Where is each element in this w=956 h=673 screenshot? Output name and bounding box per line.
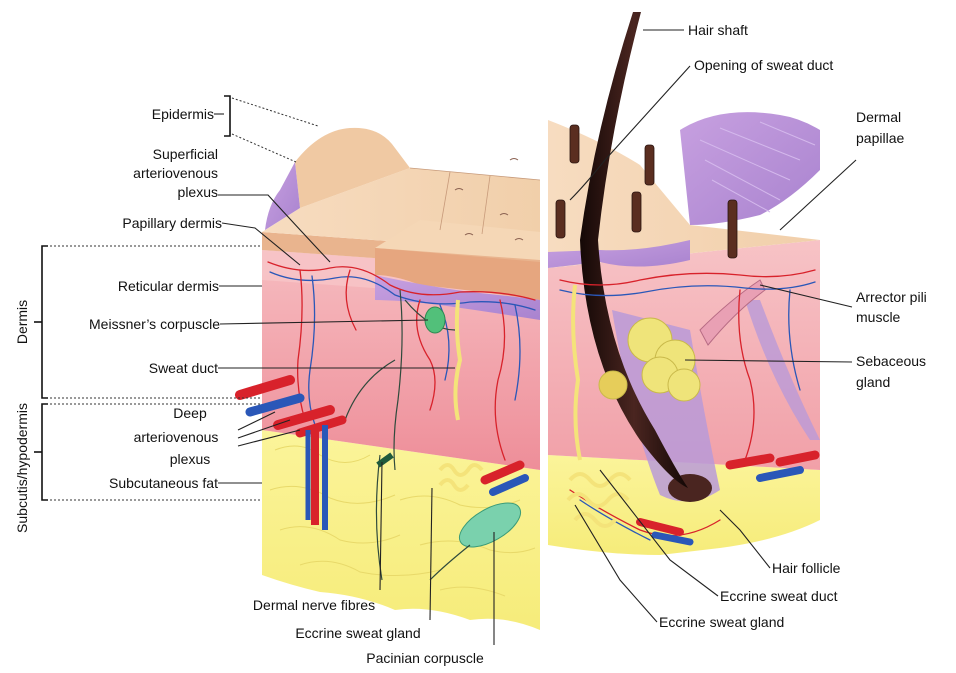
right-tissue-block bbox=[548, 12, 820, 555]
label-dermal-nerve-fibres: Dermal nerve fibres bbox=[253, 597, 375, 613]
label-dermal-papillae-2: papillae bbox=[856, 130, 904, 146]
label-eccrine-sweat-gland-left: Eccrine sweat gland bbox=[295, 625, 420, 641]
label-meissners-corpuscle: Meissner’s corpuscle bbox=[89, 316, 220, 332]
side-labels: Dermis Subcutis/hypodermis bbox=[14, 300, 30, 533]
label-hair-follicle: Hair follicle bbox=[772, 560, 841, 576]
label-deep-plexus-3: plexus bbox=[170, 451, 210, 467]
side-label-subcutis: Subcutis/hypodermis bbox=[14, 403, 30, 533]
dermal-papillae-flap bbox=[680, 112, 820, 225]
left-tissue-block bbox=[240, 128, 540, 630]
label-sebaceous-gland-2: gland bbox=[856, 374, 890, 390]
label-opening-of-sweat-duct: Opening of sweat duct bbox=[694, 57, 833, 73]
label-pacinian-corpuscle: Pacinian corpuscle bbox=[366, 650, 484, 666]
label-hair-shaft: Hair shaft bbox=[688, 22, 748, 38]
label-superficial-plexus-1: Superficial bbox=[153, 146, 218, 162]
label-reticular-dermis: Reticular dermis bbox=[118, 278, 219, 294]
label-eccrine-sweat-gland-right: Eccrine sweat gland bbox=[659, 614, 784, 630]
label-arrector-pili-1: Arrector pili bbox=[856, 289, 927, 305]
label-eccrine-sweat-duct: Eccrine sweat duct bbox=[720, 588, 838, 604]
label-arrector-pili-2: muscle bbox=[856, 309, 901, 325]
label-dermal-papillae-1: Dermal bbox=[856, 109, 901, 125]
label-subcutaneous-fat: Subcutaneous fat bbox=[109, 475, 218, 491]
label-papillary-dermis: Papillary dermis bbox=[122, 215, 222, 231]
label-epidermis: Epidermis bbox=[152, 106, 214, 122]
label-sweat-duct: Sweat duct bbox=[149, 360, 218, 376]
label-sebaceous-gland-1: Sebaceous bbox=[856, 353, 926, 369]
label-superficial-plexus-3: plexus bbox=[178, 184, 218, 200]
label-superficial-plexus-2: arteriovenous bbox=[133, 165, 218, 181]
side-label-dermis: Dermis bbox=[14, 300, 30, 344]
label-deep-plexus-2: arteriovenous bbox=[134, 429, 219, 445]
label-deep-plexus-1: Deep bbox=[173, 405, 207, 421]
